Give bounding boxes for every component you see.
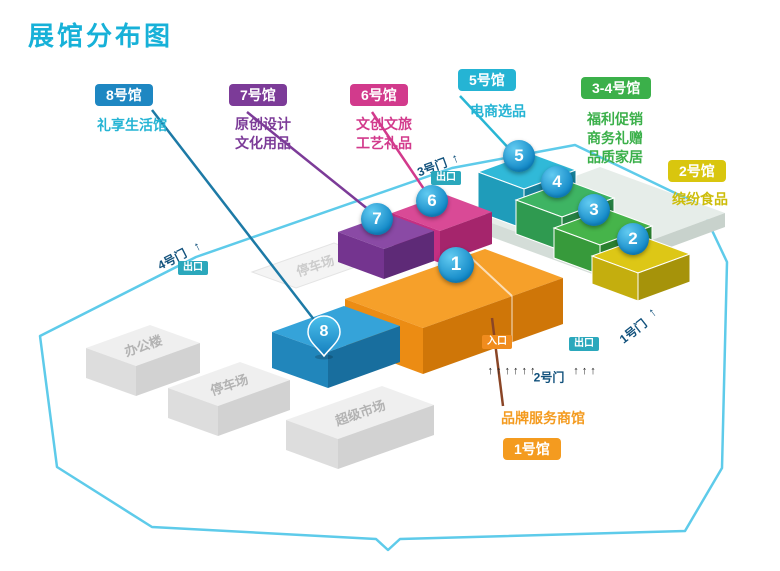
marker-hall-2: 2 (617, 223, 649, 255)
location-pin-icon (307, 315, 341, 358)
hall-2-tag: 2号馆 (668, 160, 726, 182)
hall-5-desc: 电商选品 (470, 103, 526, 119)
marker-hall-4: 4 (541, 166, 573, 198)
hall7-side (384, 231, 434, 279)
page-title: 展馆分布图 (28, 21, 174, 51)
gate-2-sign-left: 入口 (482, 335, 512, 349)
gate-2-sign-right: 出口 (569, 337, 599, 351)
office-side (136, 343, 200, 396)
marker-hall-8: 8 (319, 323, 329, 340)
marker-hall-7: 7 (361, 203, 393, 235)
office-front (86, 348, 136, 396)
hall-1-desc: 品牌服务商馆 (501, 410, 585, 426)
parking-top (168, 362, 290, 406)
hall8-side (328, 326, 400, 388)
market-side (338, 405, 434, 469)
hall-3-4-tag: 3-4号馆 (581, 77, 652, 99)
hall-5-tag: 5号馆 (458, 69, 516, 91)
market-front (286, 420, 338, 469)
hall-7-desc: 文化用品 (235, 135, 291, 151)
hall1-seam (467, 254, 513, 297)
hall-2-block (590, 236, 692, 302)
market-top (286, 386, 434, 439)
parking-side (218, 380, 290, 436)
gate-3-sign: 出口 (431, 171, 461, 185)
gate-2-crowd-arrows-right: ↑↑↑ (573, 365, 599, 377)
hall-8-tag: 8号馆 (95, 84, 153, 106)
hall-1-tag: 1号馆 (503, 438, 561, 460)
hall-7-desc: 原创设计 (235, 116, 291, 132)
parking-building-block (168, 362, 290, 436)
leader-line-hall1 (490, 317, 505, 407)
hall-2-desc: 缤纷食品 (672, 191, 728, 207)
hall2-side (637, 253, 691, 302)
market-building-block (286, 386, 434, 469)
leader-line-hall5 (459, 95, 515, 155)
leader-line-hall7 (246, 111, 375, 215)
gate-2-crowd-arrows-left: ↑↑↑↑↑↑ (487, 365, 539, 377)
gate-4-sign: 出口 (178, 261, 208, 275)
office-building-block (86, 325, 200, 396)
hall-7-tag: 7号馆 (229, 84, 287, 106)
hall-6-desc: 文创文旅 (356, 116, 412, 132)
hall1-top (345, 249, 563, 328)
office-top (86, 325, 200, 366)
hall-6-desc: 工艺礼品 (356, 135, 412, 151)
marker-hall-6: 6 (416, 185, 448, 217)
gate-2-label: 2号门 (533, 370, 565, 385)
hall-8-desc: 礼享生活馆 (97, 117, 167, 133)
hall-3-4-desc: 福利促销 (587, 111, 643, 127)
leader-line-hall6 (370, 111, 432, 199)
hall-6-tag: 6号馆 (350, 84, 408, 106)
parking-front (168, 388, 218, 436)
hall8-front (272, 332, 328, 388)
hall-3-4-desc: 商务礼赠 (587, 130, 643, 146)
leader-line-hall8 (151, 109, 323, 331)
marker-hall-5: 5 (503, 140, 535, 172)
hall7-front (338, 232, 384, 279)
venue-boundary (38, 143, 729, 552)
marker-hall-3: 3 (578, 194, 610, 226)
marker-hall-1: 1 (438, 247, 474, 283)
hall-3-4-desc: 品质家居 (587, 149, 643, 165)
